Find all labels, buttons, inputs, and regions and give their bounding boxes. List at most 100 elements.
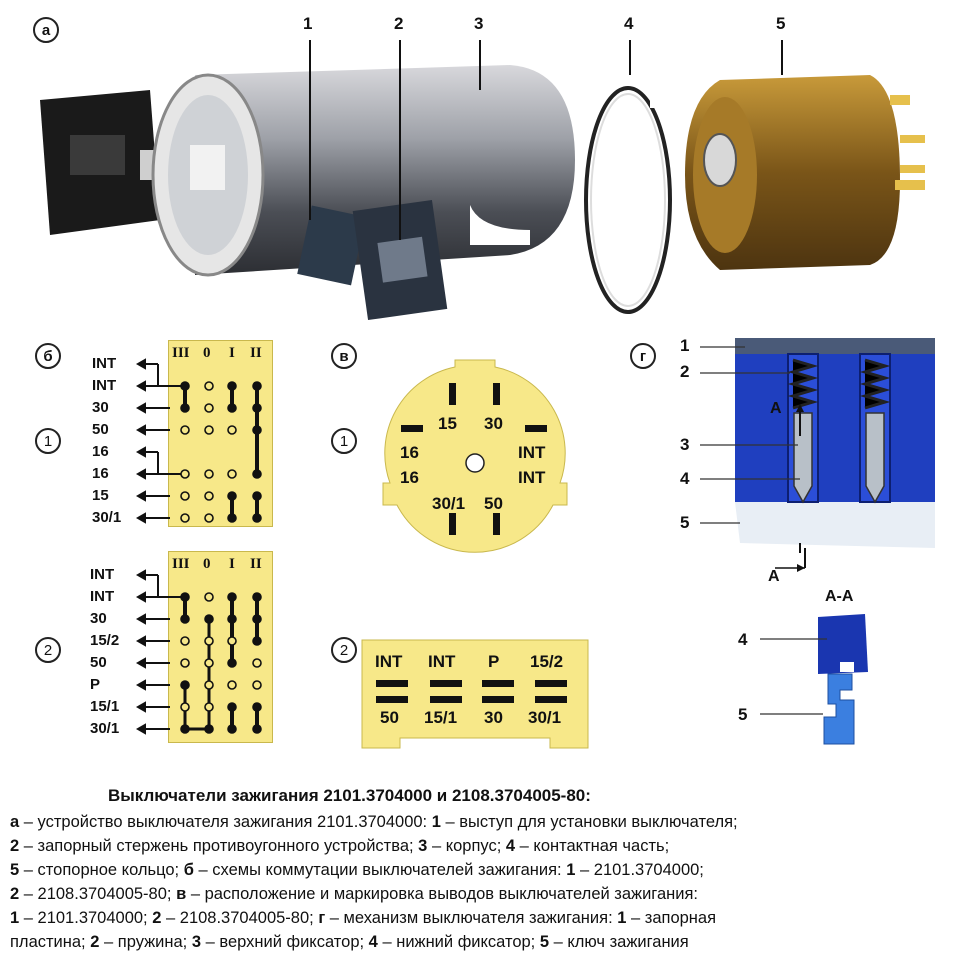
caption-key: 5 bbox=[10, 861, 20, 879]
scheme-1-terminal-label: INT bbox=[92, 355, 117, 372]
callout-5: 5 bbox=[776, 14, 786, 33]
caption-key: 1 bbox=[617, 909, 627, 927]
caption-text: – устройство выключателя зажигания 2101.… bbox=[19, 813, 432, 831]
panel-a-marker: а bbox=[33, 17, 59, 43]
rect-connector-bottom-label: 30 bbox=[484, 708, 503, 727]
callout-3: 3 bbox=[474, 14, 484, 33]
caption-text: – 2108.3704005-80; bbox=[161, 909, 319, 927]
panel-b-marker: б bbox=[35, 343, 61, 369]
caption-text: – расположение и маркировка выводов выкл… bbox=[186, 885, 698, 903]
caption-key: 4 bbox=[505, 837, 516, 855]
mechanism-leader-lines bbox=[700, 346, 800, 524]
rect-connector-bottom-label: 15/1 bbox=[424, 708, 458, 727]
scheme-2-header-II: II bbox=[250, 556, 262, 572]
callout-1: 1 bbox=[303, 14, 313, 33]
callout-2: 2 bbox=[394, 14, 404, 33]
scheme-2-terminal-label: 15/1 bbox=[90, 698, 120, 715]
caption-key: 4 bbox=[368, 933, 378, 951]
caption-key: 2 bbox=[10, 885, 20, 903]
round-connector bbox=[382, 359, 568, 553]
scheme-2-terminal-label: 50 bbox=[90, 654, 107, 671]
caption-text: – контактная часть; bbox=[515, 837, 670, 855]
scheme-1-header-III: III bbox=[172, 345, 190, 361]
scheme-1-header-I: I bbox=[229, 345, 235, 361]
scheme-2-terminal-label: 30/1 bbox=[90, 720, 120, 737]
caption-key: а bbox=[10, 813, 20, 831]
caption-text: – корпус; bbox=[427, 837, 506, 855]
section-view bbox=[818, 614, 868, 745]
caption-key: 2 bbox=[152, 909, 162, 927]
scheme-2-header-I: I bbox=[229, 556, 235, 572]
caption-text: – механизм выключателя зажигания: bbox=[325, 909, 618, 927]
caption-key: 2 bbox=[10, 837, 20, 855]
rect-connector-top-label: INT bbox=[428, 652, 456, 671]
scheme-1-terminal-label: 50 bbox=[92, 421, 109, 438]
caption-line: 2 – запорный стержень противоугонного ус… bbox=[10, 834, 960, 858]
caption-key: г bbox=[318, 909, 326, 927]
caption-line: пластина; 2 – пружина; 3 – верхний фикса… bbox=[10, 930, 960, 954]
section-mark-upper: A bbox=[770, 400, 782, 417]
caption-line: 1 – 2101.3704000; 2 – 2108.3704005-80; г… bbox=[10, 906, 960, 930]
caption-text: пластина; bbox=[10, 933, 91, 951]
caption-key: 3 bbox=[418, 837, 428, 855]
round-connector-label: 30/1 bbox=[432, 494, 466, 513]
scheme-1-header-II: II bbox=[250, 345, 262, 361]
mechanism-callout: 2 bbox=[680, 362, 690, 381]
scheme-1-terminal-label: 30 bbox=[92, 399, 109, 416]
section-leader-lines bbox=[760, 638, 827, 715]
round-connector-marker: 1 bbox=[331, 428, 357, 454]
scheme-1-marker: 1 bbox=[35, 428, 61, 454]
caption-line: 2 – 2108.3704005-80; в – расположение и … bbox=[10, 882, 960, 906]
caption-text: – стопорное кольцо; bbox=[19, 861, 184, 879]
round-connector-label: 16 bbox=[400, 443, 419, 462]
scheme-2-terminal-label: INT bbox=[90, 566, 115, 583]
caption-text: – нижний фиксатор; bbox=[377, 933, 540, 951]
caption-key: б bbox=[183, 861, 194, 879]
rect-connector-top-label: INT bbox=[375, 652, 403, 671]
round-connector-label: 30 bbox=[484, 414, 503, 433]
scheme-2-header-0: 0 bbox=[203, 556, 211, 572]
section-arrow bbox=[775, 548, 806, 572]
caption-text: – выступ для установки выключателя; bbox=[440, 813, 738, 831]
scheme-1-wiring bbox=[135, 358, 262, 524]
mechanism-callout: 4 bbox=[680, 469, 690, 488]
scheme-2-marker: 2 bbox=[35, 637, 61, 663]
section-mark-lower: A bbox=[768, 568, 780, 585]
caption-text: – запорный стержень противоугонного устр… bbox=[19, 837, 419, 855]
rect-connector-marker: 2 bbox=[331, 637, 357, 663]
ignition-switch-illustration bbox=[40, 40, 925, 321]
scheme-1-header-0: 0 bbox=[203, 345, 211, 361]
panel-v-marker: в bbox=[331, 343, 357, 369]
caption-text: – 2101.3704000; bbox=[575, 861, 704, 879]
caption-text: – пружина; bbox=[99, 933, 192, 951]
caption-title: Выключатели зажигания 2101.3704000 и 210… bbox=[108, 786, 591, 805]
round-connector-label: 50 bbox=[484, 494, 503, 513]
rect-connector-top-label: P bbox=[488, 652, 500, 671]
panel-g-marker: г bbox=[630, 343, 656, 369]
scheme-1-terminal-label: 16 bbox=[92, 465, 109, 482]
scheme-1-terminal-label: 15 bbox=[92, 487, 109, 504]
scheme-2-wiring bbox=[135, 569, 262, 735]
mechanism-section bbox=[735, 338, 935, 553]
mechanism-callout: 3 bbox=[680, 435, 690, 454]
scheme-2-terminal-label: 15/2 bbox=[90, 632, 120, 649]
caption-key: 1 bbox=[431, 813, 441, 831]
scheme-2-terminal-label: INT bbox=[90, 588, 115, 605]
caption-text: – схемы коммутации выключателей зажигани… bbox=[193, 861, 567, 879]
round-connector-label: INT bbox=[518, 468, 546, 487]
caption-line: 5 – стопорное кольцо; б – схемы коммутац… bbox=[10, 858, 960, 882]
key-head bbox=[40, 90, 200, 235]
mechanism-callout: 1 bbox=[680, 336, 690, 355]
caption-text: – верхний фиксатор; bbox=[201, 933, 369, 951]
caption-key: 1 bbox=[566, 861, 576, 879]
scheme-2-header-III: III bbox=[172, 556, 190, 572]
caption-text: – ключ зажигания bbox=[549, 933, 689, 951]
section-callout: 5 bbox=[738, 705, 748, 724]
rect-connector-bottom-label: 50 bbox=[380, 708, 399, 727]
section-callout: 4 bbox=[738, 630, 748, 649]
caption-key: 2 bbox=[90, 933, 100, 951]
rect-connector bbox=[361, 639, 589, 749]
caption-body: а – устройство выключателя зажигания 210… bbox=[10, 810, 960, 954]
callout-4: 4 bbox=[624, 14, 634, 33]
round-connector-label: 15 bbox=[438, 414, 457, 433]
